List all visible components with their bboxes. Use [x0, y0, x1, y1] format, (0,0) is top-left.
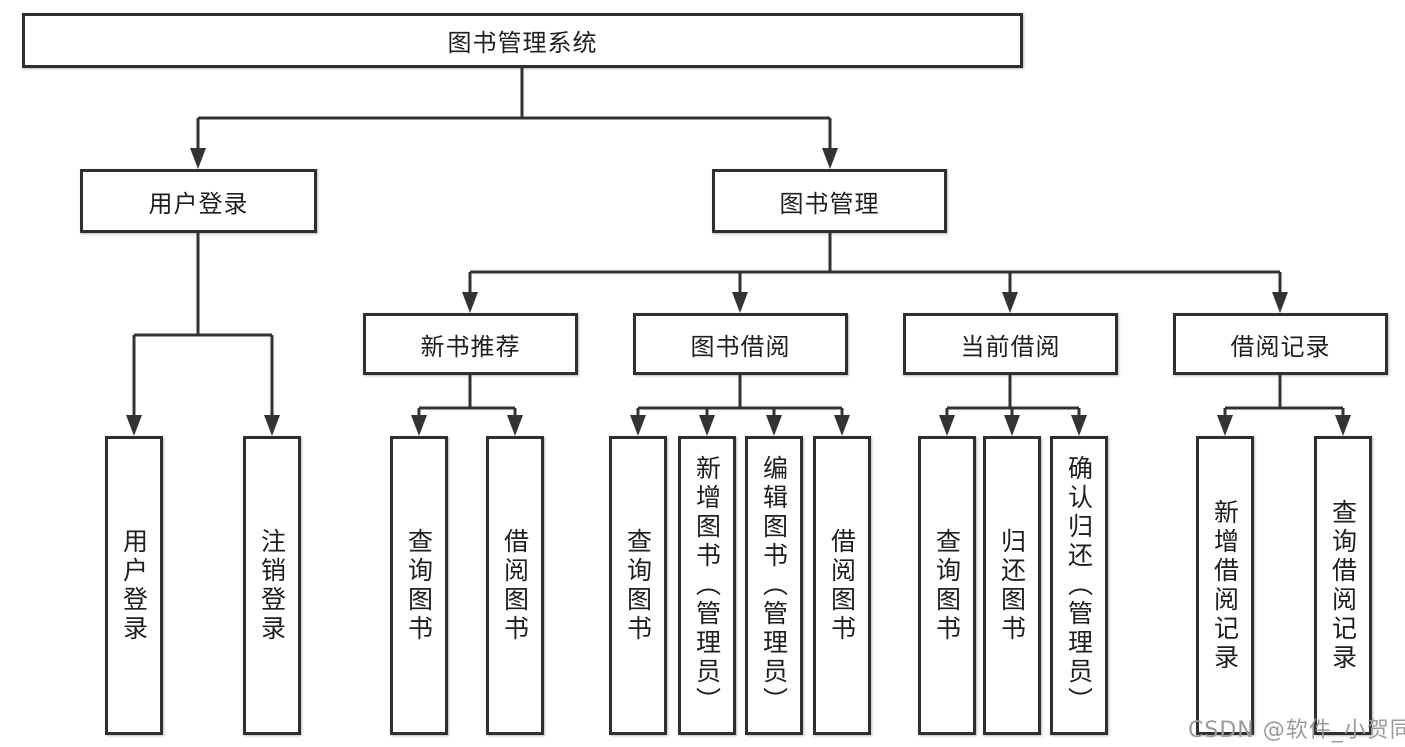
- node-root-label: 图书管理系统: [447, 29, 598, 57]
- node-user-login-label: 用户登录: [148, 189, 249, 218]
- leaf-return-books-label: 归还图书: [997, 527, 1027, 644]
- node-book-management: 图书管理: [712, 169, 947, 233]
- leaf-add-books-admin: 新增图书（管理员）: [678, 436, 736, 735]
- leaf-query-borrow-record: 查询借阅记录: [1314, 436, 1372, 735]
- leaf-borrow-books-recommend: 借阅图书: [486, 436, 544, 735]
- leaf-logout: 注销登录: [243, 436, 301, 735]
- leaf-logout-label: 注销登录: [257, 527, 287, 644]
- leaf-user-login: 用户登录: [105, 436, 163, 735]
- node-book-borrowing: 图书借阅: [633, 313, 848, 375]
- leaf-query-books-recommend-label: 查询图书: [404, 527, 434, 644]
- node-borrow-records-label: 借阅记录: [1230, 332, 1331, 361]
- node-current-borrowing-label: 当前借阅: [960, 332, 1061, 361]
- leaf-edit-books-admin-label: 编辑图书（管理员）: [759, 455, 789, 716]
- csdn-watermark: CSDN @软件_小贺同学: [1188, 718, 1405, 743]
- node-book-management-label: 图书管理: [779, 189, 880, 218]
- leaf-query-borrow-record-label: 查询借阅记录: [1328, 498, 1358, 673]
- leaf-edit-books-admin: 编辑图书（管理员）: [745, 436, 803, 735]
- node-root: 图书管理系统: [22, 13, 1023, 68]
- node-new-book-recommend-label: 新书推荐: [420, 332, 521, 361]
- leaf-query-books-current: 查询图书: [918, 436, 976, 735]
- leaf-query-books-borrowing-label: 查询图书: [623, 527, 653, 644]
- leaf-borrow-books-borrowing-label: 借阅图书: [827, 527, 857, 644]
- leaf-add-borrow-record: 新增借阅记录: [1196, 436, 1254, 735]
- node-current-borrowing: 当前借阅: [903, 313, 1118, 375]
- leaf-query-books-borrowing: 查询图书: [609, 436, 667, 735]
- leaf-query-books-current-label: 查询图书: [932, 527, 962, 644]
- node-user-login: 用户登录: [80, 169, 317, 233]
- leaf-query-books-recommend: 查询图书: [390, 436, 448, 735]
- leaf-user-login-label: 用户登录: [119, 527, 149, 644]
- leaf-add-borrow-record-label: 新增借阅记录: [1210, 498, 1240, 673]
- leaf-return-books: 归还图书: [983, 436, 1041, 735]
- leaf-borrow-books-recommend-label: 借阅图书: [500, 527, 530, 644]
- leaf-borrow-books-borrowing: 借阅图书: [813, 436, 871, 735]
- node-borrow-records: 借阅记录: [1173, 313, 1388, 375]
- leaf-add-books-admin-label: 新增图书（管理员）: [692, 455, 722, 716]
- node-new-book-recommend: 新书推荐: [363, 313, 578, 375]
- leaf-confirm-return-admin: 确认归还（管理员）: [1050, 436, 1108, 735]
- node-book-borrowing-label: 图书借阅: [690, 332, 791, 361]
- leaf-confirm-return-admin-label: 确认归还（管理员）: [1064, 455, 1094, 716]
